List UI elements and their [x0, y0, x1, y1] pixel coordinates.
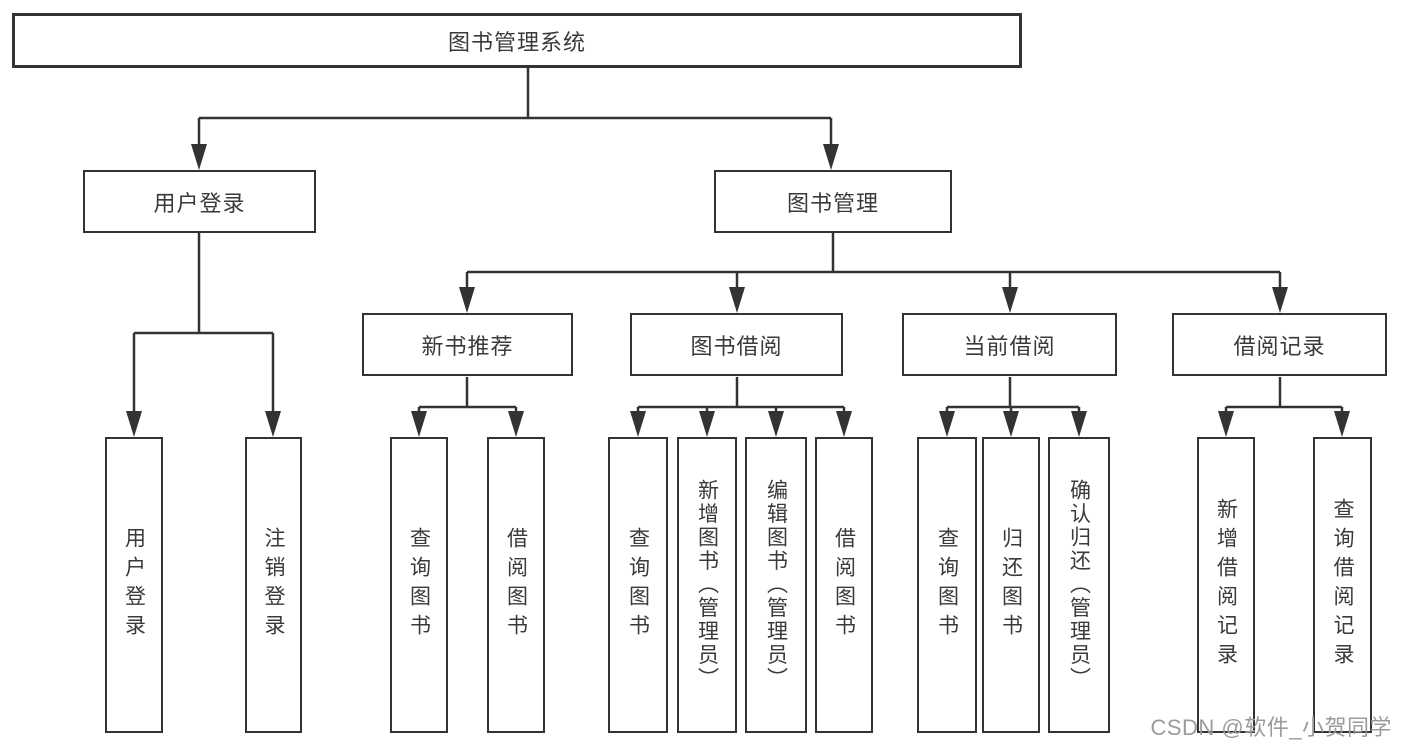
- leaf-query-borrow-record: 查询借阅记录: [1313, 437, 1372, 733]
- leaf-query-books-borrow: 查询图书: [608, 437, 668, 733]
- node-label: 新增图书（管理员）: [695, 479, 719, 691]
- node-borrowing-records: 借阅记录: [1172, 313, 1387, 376]
- node-label: 用户登录: [153, 190, 246, 216]
- leaf-borrow-books: 借阅图书: [815, 437, 873, 733]
- node-label: 查询图书: [407, 527, 431, 643]
- node-label: 图书借阅: [690, 333, 783, 359]
- node-user-login: 用户登录: [83, 170, 316, 233]
- node-label: 编辑图书（管理员）: [764, 479, 788, 691]
- leaf-add-borrow-record: 新增借阅记录: [1197, 437, 1255, 733]
- node-label: 图书管理系统: [447, 29, 586, 55]
- leaf-borrow-books-recommend: 借阅图书: [487, 437, 545, 733]
- node-label: 新书推荐: [421, 333, 514, 359]
- node-label: 确认归还（管理员）: [1067, 479, 1091, 691]
- csdn-watermark: CSDN @软件_小贺同学: [1150, 715, 1392, 740]
- leaf-edit-books-admin: 编辑图书（管理员）: [745, 437, 807, 733]
- node-label: 新增借阅记录: [1214, 498, 1238, 672]
- leaf-return-books: 归还图书: [982, 437, 1040, 733]
- node-label: 图书管理: [786, 190, 879, 216]
- node-library-management-system: 图书管理系统: [12, 13, 1022, 68]
- node-label: 借阅图书: [832, 527, 856, 643]
- leaf-add-books-admin: 新增图书（管理员）: [677, 437, 737, 733]
- node-label: 归还图书: [999, 527, 1023, 643]
- node-label: 当前借阅: [963, 333, 1056, 359]
- node-current-borrowing: 当前借阅: [902, 313, 1117, 376]
- node-label: 借阅记录: [1233, 333, 1326, 359]
- node-label: 注销登录: [262, 527, 285, 643]
- leaf-user-login: 用户登录: [105, 437, 163, 733]
- node-book-management: 图书管理: [714, 170, 952, 233]
- leaf-confirm-return-admin: 确认归还（管理员）: [1048, 437, 1110, 733]
- node-label: 借阅图书: [504, 527, 528, 643]
- node-book-borrowing: 图书借阅: [630, 313, 843, 376]
- node-label: 用户登录: [122, 527, 146, 643]
- node-label: 查询借阅记录: [1331, 498, 1354, 672]
- node-label: 查询图书: [626, 527, 650, 643]
- leaf-query-books-recommend: 查询图书: [390, 437, 448, 733]
- leaf-query-books-current: 查询图书: [917, 437, 977, 733]
- node-new-book-recommendation: 新书推荐: [362, 313, 573, 376]
- leaf-logout: 注销登录: [245, 437, 302, 733]
- node-label: 查询图书: [935, 527, 959, 643]
